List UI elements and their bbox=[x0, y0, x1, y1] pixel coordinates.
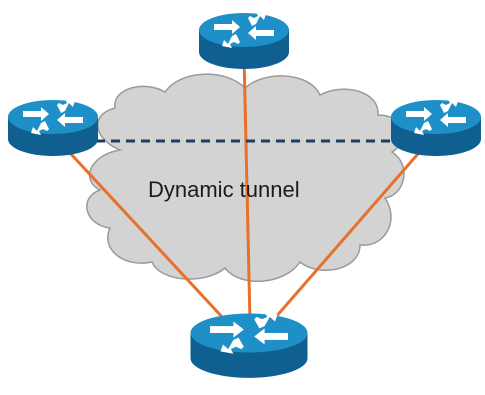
router-icon bbox=[199, 12, 289, 69]
spoke-link-left bbox=[56, 138, 238, 334]
router-icon bbox=[391, 99, 481, 156]
cloud-label: Dynamic tunnel bbox=[148, 177, 300, 202]
spoke-link-top bbox=[242, 54, 252, 323]
router-icon bbox=[8, 99, 98, 156]
spoke-link-right bbox=[266, 139, 432, 327]
router-icon bbox=[190, 312, 308, 378]
